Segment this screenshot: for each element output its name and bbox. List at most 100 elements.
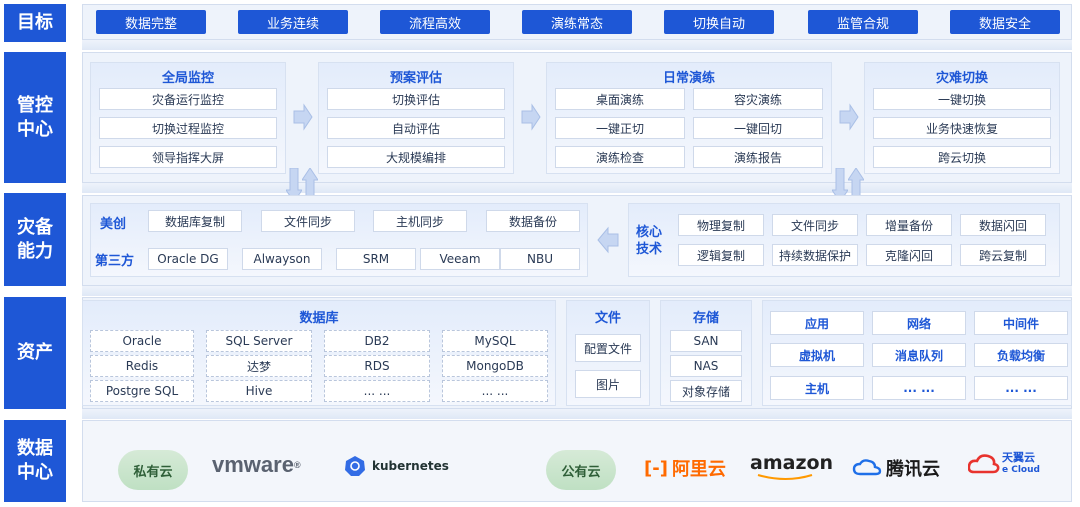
core-tech-item: 增量备份 bbox=[866, 214, 952, 236]
arrow-up-icon bbox=[302, 168, 318, 202]
tianyi-cloud-logo-sub: e Cloud bbox=[1002, 465, 1040, 475]
third-party-item: Veeam bbox=[420, 248, 500, 270]
goals-divider bbox=[82, 40, 1072, 50]
third-party-item: Oracle DG bbox=[148, 248, 228, 270]
core-tech-item: 物理复制 bbox=[678, 214, 764, 236]
monitor-item: 领导指挥大屏 bbox=[99, 146, 277, 168]
drill-item: 桌面演练 bbox=[555, 88, 685, 110]
database-item: DB2 bbox=[324, 330, 430, 352]
goal-pill: 切换自动 bbox=[664, 10, 774, 34]
database-item: SQL Server bbox=[206, 330, 312, 352]
core-tech-item: 数据闪回 bbox=[960, 214, 1046, 236]
other-asset-item: ... ... bbox=[974, 376, 1068, 400]
third-party-item: NBU bbox=[500, 248, 580, 270]
amazon-smile-icon bbox=[757, 474, 813, 480]
plan-item: 切换评估 bbox=[327, 88, 505, 110]
assets-divider bbox=[82, 409, 1072, 419]
goal-pill: 数据安全 bbox=[950, 10, 1060, 34]
other-asset-item: 网络 bbox=[872, 311, 966, 335]
panel-storage-title: 存储 bbox=[692, 311, 719, 326]
core-tech-item: 克隆闪回 bbox=[866, 244, 952, 266]
database-item: Oracle bbox=[90, 330, 194, 352]
disaster-item: 跨云切换 bbox=[873, 146, 1051, 168]
database-item: MySQL bbox=[442, 330, 548, 352]
other-asset-item: 主机 bbox=[770, 376, 864, 400]
capability-divider bbox=[82, 286, 1072, 296]
storage-item: NAS bbox=[670, 355, 742, 377]
panel-disaster-title: 灾难切换 bbox=[935, 71, 988, 86]
disaster-item: 业务快速恢复 bbox=[873, 117, 1051, 139]
aliyun-logo: [-]阿里云 bbox=[644, 455, 726, 481]
database-item: Postgre SQL bbox=[90, 380, 194, 402]
other-asset-item: 虚拟机 bbox=[770, 343, 864, 367]
disaster-item: 一键切换 bbox=[873, 88, 1051, 110]
other-asset-item: 应用 bbox=[770, 311, 864, 335]
core-tech-item: 跨云复制 bbox=[960, 244, 1046, 266]
goal-pill: 数据完整 bbox=[96, 10, 206, 34]
flow-arrow-right-icon bbox=[839, 103, 859, 131]
tianyi-cloud-logo-text-group: 天翼云 e Cloud bbox=[1002, 452, 1040, 476]
goal-pill: 演练常态 bbox=[522, 10, 632, 34]
meichuang-item: 主机同步 bbox=[373, 210, 467, 232]
plan-item: 大规模编排 bbox=[327, 146, 505, 168]
monitor-item: 灾备运行监控 bbox=[99, 88, 277, 110]
database-item: Hive bbox=[206, 380, 312, 402]
drill-item: 容灾演练 bbox=[693, 88, 823, 110]
meichuang-item: 文件同步 bbox=[261, 210, 355, 232]
file-item: 图片 bbox=[575, 370, 641, 398]
row-label-goal: 目标 bbox=[4, 4, 66, 42]
database-item: ... ... bbox=[442, 380, 548, 402]
drill-item: 一键回切 bbox=[693, 117, 823, 139]
database-item: ... ... bbox=[324, 380, 430, 402]
goal-pill: 业务连续 bbox=[238, 10, 348, 34]
drill-item: 演练检查 bbox=[555, 146, 685, 168]
label-third-party: 第三方 bbox=[95, 254, 135, 269]
arrow-up-icon bbox=[848, 168, 864, 202]
aliyun-logo-text: 阿里云 bbox=[671, 459, 726, 480]
vmware-registered-mark: ® bbox=[293, 460, 301, 470]
file-item: 配置文件 bbox=[575, 334, 641, 362]
label-core-tech: 核心 技术 bbox=[636, 225, 663, 257]
goal-pill: 流程高效 bbox=[380, 10, 490, 34]
other-asset-item: ... ... bbox=[872, 376, 966, 400]
public-cloud-icon: 公有云 bbox=[546, 450, 616, 490]
flow-arrow-right-icon bbox=[293, 103, 313, 131]
vmware-logo-text: vmware bbox=[212, 452, 294, 477]
panel-file-title: 文件 bbox=[594, 311, 621, 326]
other-asset-item: 消息队列 bbox=[872, 343, 966, 367]
vmware-logo: vmware® bbox=[212, 452, 301, 478]
arrow-left-icon bbox=[597, 226, 619, 254]
tianyi-cloud-logo-text: 天翼云 bbox=[1002, 451, 1035, 464]
goal-pill: 监管合规 bbox=[808, 10, 918, 34]
flow-arrow-right-icon bbox=[521, 103, 541, 131]
amazon-logo: amazon bbox=[750, 452, 833, 474]
core-tech-item: 逻辑复制 bbox=[678, 244, 764, 266]
row-label-capability: 灾备 能力 bbox=[4, 193, 66, 286]
tencent-cloud-logo-text: 腾讯云 bbox=[886, 459, 940, 480]
row-label-control: 管控 中心 bbox=[4, 52, 66, 183]
kubernetes-icon bbox=[345, 456, 365, 476]
core-tech-item: 文件同步 bbox=[772, 214, 858, 236]
private-cloud-icon: 私有云 bbox=[118, 450, 188, 490]
kubernetes-logo-text: kubernetes bbox=[372, 459, 449, 473]
storage-item: SAN bbox=[670, 330, 742, 352]
plan-item: 自动评估 bbox=[327, 117, 505, 139]
storage-item: 对象存储 bbox=[670, 380, 742, 402]
drill-item: 演练报告 bbox=[693, 146, 823, 168]
tianyi-cloud-logo: 天翼云 e Cloud bbox=[968, 452, 1040, 476]
tencent-cloud-logo: 腾讯云 bbox=[852, 455, 940, 481]
database-item: MongoDB bbox=[442, 355, 548, 377]
tencent-cloud-icon bbox=[852, 459, 882, 476]
panel-database-title: 数据库 bbox=[299, 311, 339, 326]
database-item: Redis bbox=[90, 355, 194, 377]
panel-plan-title: 预案评估 bbox=[389, 71, 442, 86]
other-asset-item: 中间件 bbox=[974, 311, 1068, 335]
third-party-item: SRM bbox=[336, 248, 416, 270]
label-meichuang: 美创 bbox=[100, 217, 127, 232]
panel-monitor-title: 全局监控 bbox=[161, 71, 214, 86]
row-label-datacenter: 数据 中心 bbox=[4, 420, 66, 502]
other-asset-item: 负载均衡 bbox=[974, 343, 1068, 367]
monitor-item: 切换过程监控 bbox=[99, 117, 277, 139]
meichuang-item: 数据库复制 bbox=[148, 210, 242, 232]
third-party-item: Alwayson bbox=[242, 248, 322, 270]
